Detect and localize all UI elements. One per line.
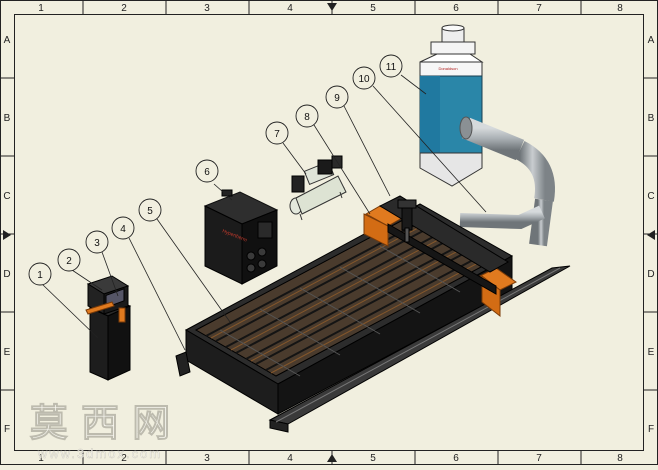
column-label: 1 (38, 453, 44, 464)
balloon: 8 (295, 104, 319, 128)
leader-lines (41, 74, 487, 351)
row-label: E (4, 347, 11, 358)
balloon: 1 (28, 262, 52, 286)
row-label: B (4, 113, 11, 124)
column-label: 1 (38, 3, 44, 14)
row-label: B (648, 113, 655, 124)
column-label: 6 (453, 453, 459, 464)
row-label: E (648, 347, 655, 358)
row-label: A (648, 35, 655, 46)
balloon-number: 8 (304, 112, 310, 123)
dust-collector: Donaldson (419, 24, 484, 187)
balloon: 2 (57, 248, 81, 272)
cutting-table (175, 195, 571, 433)
balloon-number: 2 (66, 256, 72, 267)
exhaust-duct (459, 116, 555, 268)
balloon: 11 (379, 54, 403, 78)
column-label: 8 (617, 3, 623, 14)
column-label: 2 (121, 453, 127, 464)
balloon: 3 (85, 230, 109, 254)
plasma-power-supply: Hypertherm (203, 189, 279, 285)
row-label: D (647, 269, 654, 280)
balloon-number: 9 (334, 93, 340, 104)
cnc-control-console (85, 275, 132, 381)
column-label: 2 (121, 3, 127, 14)
balloon: 7 (265, 121, 289, 145)
balloon-number: 11 (386, 62, 397, 73)
row-label: F (648, 424, 654, 435)
balloon: 10 (352, 66, 376, 90)
row-label: D (3, 269, 10, 280)
column-label: 3 (204, 3, 210, 14)
row-label: F (4, 424, 10, 435)
column-label: 3 (204, 453, 210, 464)
column-label: 7 (536, 3, 542, 14)
balloon-number: 10 (358, 74, 370, 85)
column-label: 5 (370, 3, 376, 14)
balloon-number: 4 (120, 224, 126, 235)
balloon: 4 (111, 216, 135, 240)
balloon-number: 6 (204, 167, 210, 178)
row-label: C (3, 191, 10, 202)
dust-collector-brand: Donaldson (438, 66, 457, 71)
balloon: 5 (138, 198, 162, 222)
column-label: 7 (536, 453, 542, 464)
column-label: 5 (370, 453, 376, 464)
balloon: 9 (325, 85, 349, 109)
row-label: A (4, 35, 11, 46)
column-label: 4 (287, 453, 293, 464)
balloon-number: 1 (37, 270, 43, 281)
air-compressor (289, 155, 347, 221)
column-label: 8 (617, 453, 623, 464)
balloon-number: 3 (94, 238, 100, 249)
column-label: 6 (453, 3, 459, 14)
balloon-number: 5 (147, 206, 153, 217)
column-label: 4 (287, 3, 293, 14)
watermark-main: 莫 西 网 (30, 400, 170, 445)
row-label: C (647, 191, 654, 202)
watermark: 莫 西 网 www.3dmox.com (29, 400, 170, 462)
balloon-number: 7 (274, 129, 280, 140)
watermark-url: www.3dmox.com (37, 446, 162, 461)
balloon: 6 (195, 159, 219, 183)
item-balloons: 1 2 3 4 5 6 7 8 (28, 54, 403, 286)
